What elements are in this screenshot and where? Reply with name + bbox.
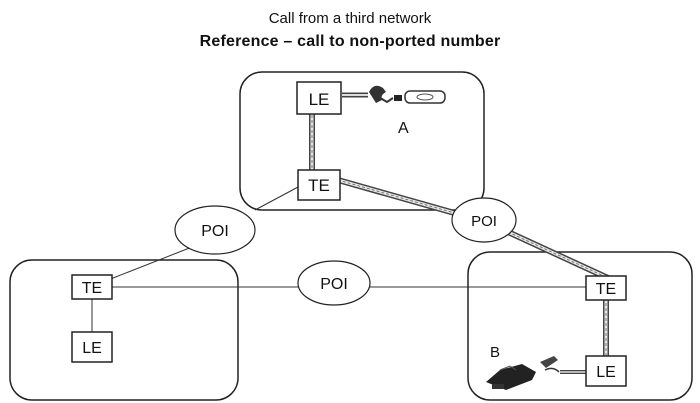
le-top-label: LE [309, 90, 330, 109]
subscriber-a-label: A [398, 120, 409, 137]
diagram-title: Call from a third network [268, 10, 432, 27]
le-right-label: LE [596, 364, 616, 381]
te-right-label: TE [596, 281, 616, 298]
te-left-node: TE [71, 274, 113, 300]
le-right-node: LE [585, 355, 627, 387]
network-left-boundary [9, 259, 239, 401]
te-top-node: TE [297, 169, 341, 201]
te-left-label: TE [82, 280, 102, 297]
telephone-icon [369, 85, 446, 104]
poi-bottom: POI [297, 260, 371, 306]
link-te-top-to-poi-left [254, 185, 301, 211]
network-top-boundary [239, 71, 485, 211]
le-top-node: LE [296, 81, 342, 115]
diagram-subtitle: Reference – call to non-ported number [199, 33, 501, 50]
poi-left: POI [174, 205, 256, 255]
telephone-icon [486, 356, 560, 390]
subscriber-b-label: B [490, 344, 500, 361]
network-right-boundary [467, 251, 693, 401]
poi-left-label: POI [201, 223, 229, 240]
link-poi-left-to-te-left [107, 246, 193, 281]
poi-right: POI [451, 197, 517, 243]
te-top-label: TE [308, 176, 330, 195]
le-left-label: LE [82, 340, 102, 357]
te-right-node: TE [585, 275, 627, 301]
le-left-node: LE [71, 331, 113, 363]
poi-right-label: POI [471, 213, 497, 230]
poi-bottom-label: POI [320, 276, 348, 293]
